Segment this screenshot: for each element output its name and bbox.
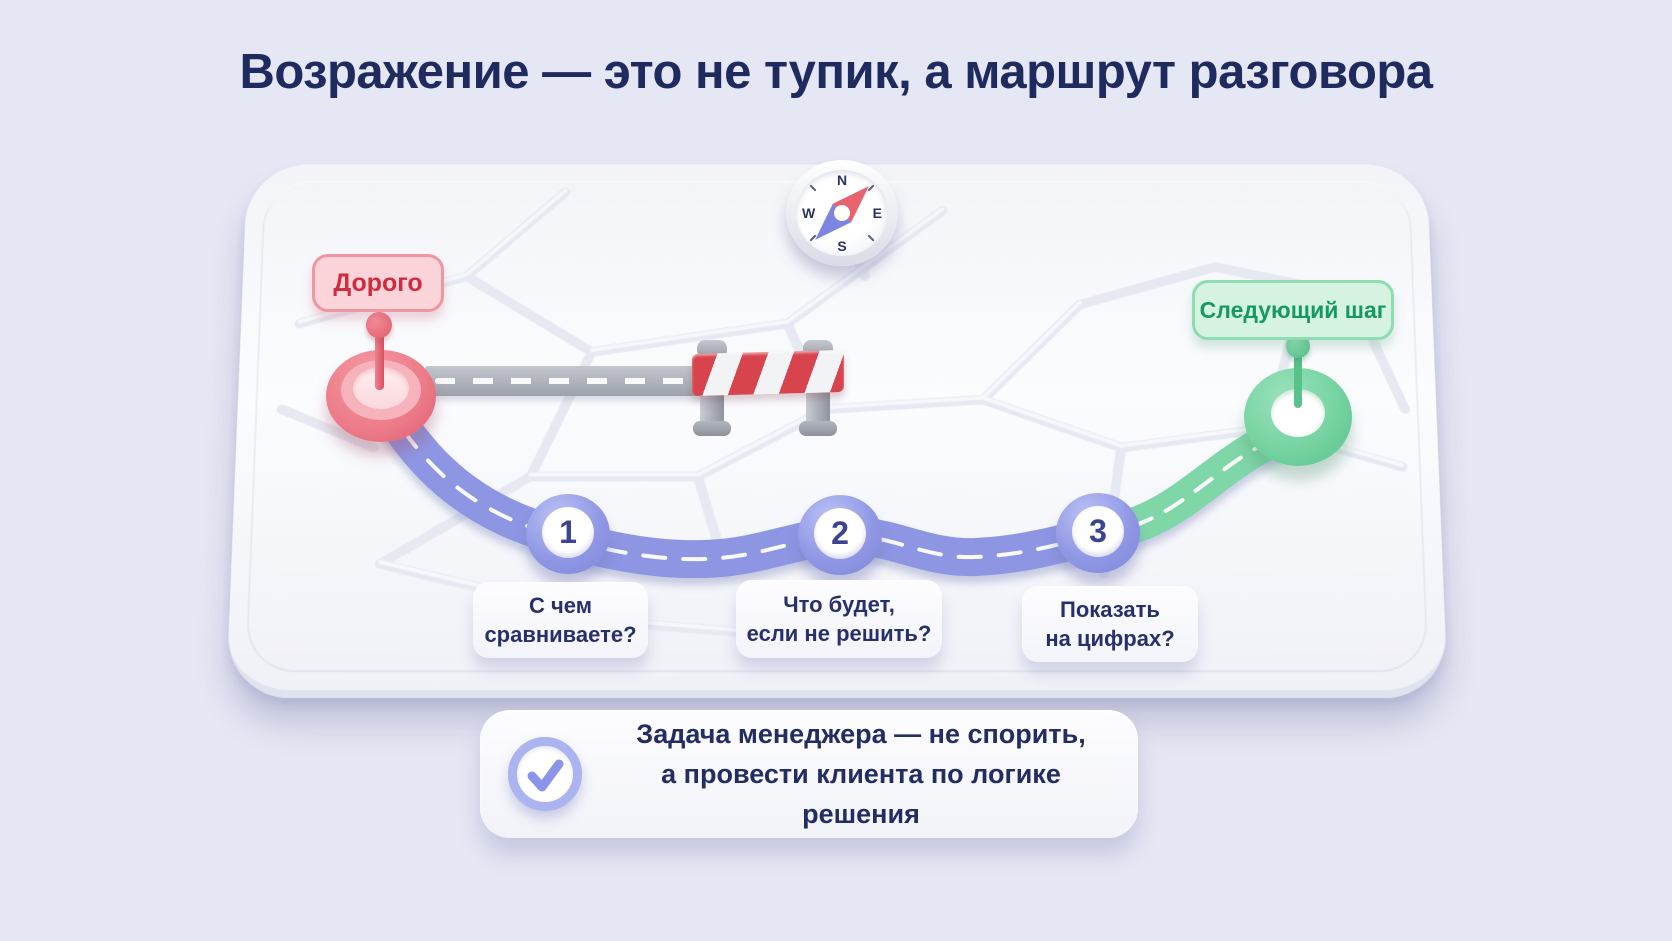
end-pin-label: Следующий шаг (1192, 280, 1394, 340)
stop-card-2: Что будет, если не решить? (736, 580, 942, 658)
stop-marker-1-number: 1 (542, 507, 594, 558)
dead-end-road (425, 366, 710, 396)
compass-south-label: S (837, 238, 847, 254)
stop-marker-2: 2 (798, 495, 882, 575)
stop-marker-3: 3 (1056, 493, 1140, 573)
start-pin-icon (366, 312, 392, 338)
check-icon (508, 737, 582, 811)
barrier-icon (692, 350, 844, 396)
stop-card-2-line2: если не решить? (746, 621, 932, 646)
compass-north-label: N (836, 172, 848, 188)
footer-text: Задача менеджера — не спорить, а провест… (608, 714, 1138, 834)
stop-card-3-line2: на цифрах? (1045, 626, 1175, 651)
footer-text-line2: а провести клиента по логике решения (661, 759, 1061, 829)
stop-marker-3-number: 3 (1072, 506, 1124, 557)
stop-card-1-line2: сравниваете? (484, 622, 637, 647)
stop-marker-2-number: 2 (814, 508, 866, 559)
compass-west-label: W (802, 205, 816, 221)
stop-card-1: С чем сравниваете? (473, 582, 648, 658)
footer-text-line1: Задача менеджера — не спорить, (636, 719, 1086, 749)
compass-needle-icon (815, 186, 869, 240)
compass-east-label: E (872, 205, 882, 221)
stop-marker-1: 1 (526, 494, 610, 574)
stop-card-1-line1: С чем (529, 592, 592, 618)
start-pin-stick (375, 332, 384, 390)
stop-card-3-line1: Показать (1060, 596, 1160, 622)
stop-card-2-line1: Что будет, (783, 591, 895, 617)
footer-banner: Задача менеджера — не спорить, а провест… (480, 710, 1138, 838)
compass-icon: N E S W (786, 160, 898, 266)
start-pin-label: Дорого (312, 254, 444, 312)
end-pin-stick (1294, 352, 1302, 408)
page-title: Возражение — это не тупик, а маршрут раз… (239, 45, 1433, 99)
stop-card-3: Показать на цифрах? (1022, 586, 1198, 662)
